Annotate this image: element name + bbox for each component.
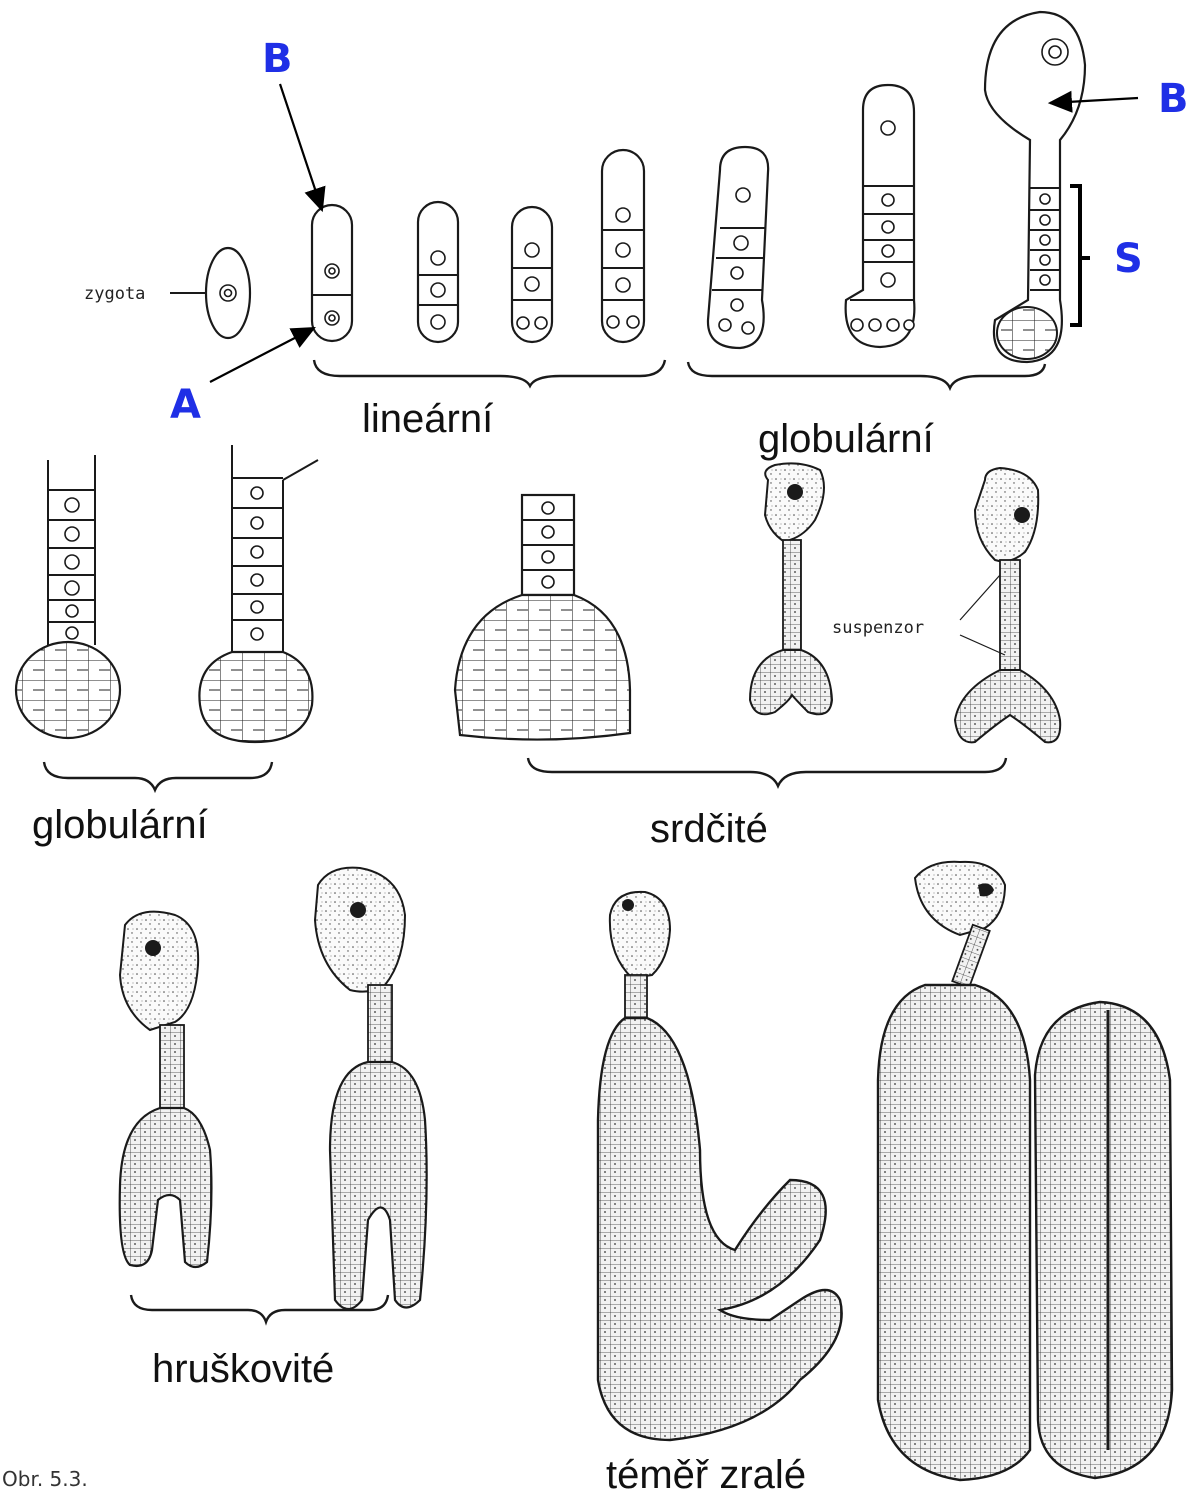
globular-late-embryos (16, 445, 318, 742)
marker-b-left: B (262, 36, 293, 82)
label-globularni-mid: globulární (32, 803, 208, 847)
suspenzor-label: suspenzor (832, 618, 924, 638)
marker-s: S (1114, 236, 1143, 282)
label-srdcite: srdčité (650, 807, 768, 851)
label-linearni: lineární (362, 397, 493, 441)
heart-stage-embryos: suspenzor (455, 463, 1060, 742)
brace-linear (314, 360, 665, 386)
figure-caption: Obr. 5.3. (2, 1467, 88, 1491)
bracket-s (1070, 186, 1080, 325)
brace-globular-mid (44, 762, 272, 790)
arrow-b-left (280, 84, 322, 210)
label-temer-zrale: téměř zralé (606, 1453, 806, 1497)
marker-a: A (170, 382, 201, 428)
marker-b-right: B (1158, 76, 1189, 122)
brace-globular-top (688, 362, 1045, 388)
brace-heart (528, 758, 1006, 786)
globular-early-embryos (708, 12, 1085, 362)
pear-stage-embryos (120, 868, 427, 1309)
zygote-stage: zygota (84, 248, 250, 338)
two-cell-embryo (312, 205, 352, 341)
nearly-mature-embryos (598, 862, 1172, 1480)
label-hruskovite: hruškovité (152, 1347, 334, 1391)
zygota-label: zygota (84, 284, 145, 304)
label-globularni-top: globulární (758, 417, 934, 461)
linear-embryos (418, 150, 644, 342)
